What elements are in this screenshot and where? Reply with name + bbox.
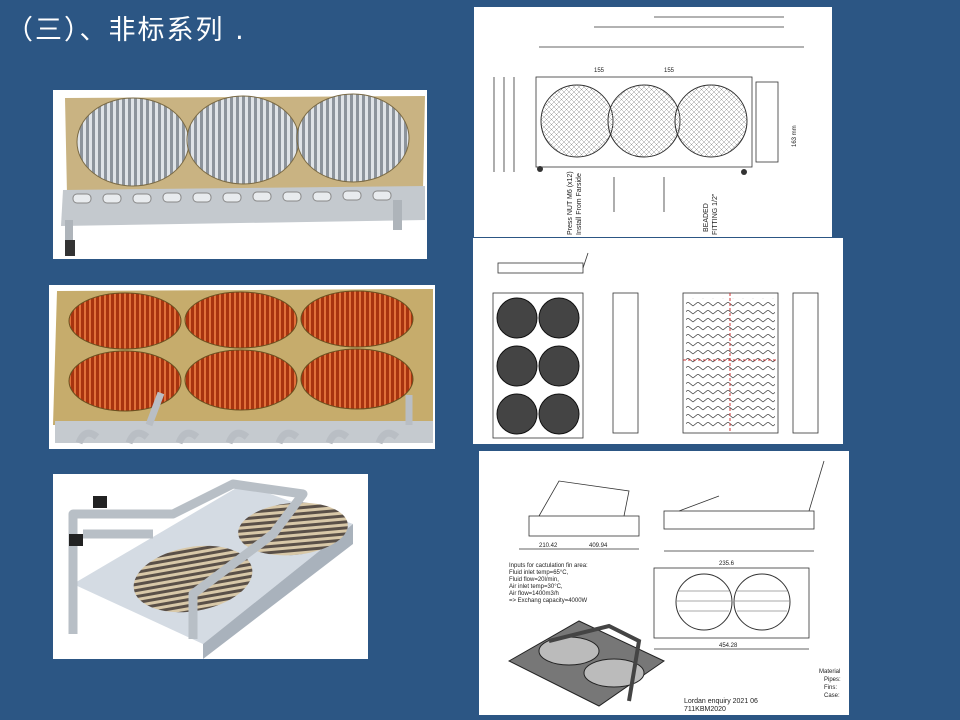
note-beaded: BEADED [703,203,710,232]
slide-title: （三）、非标系列 . [6,15,246,46]
input-1: Fluid inlet temp=65°C, [509,570,569,576]
dim-155-a: 155 [594,68,605,74]
input-3: Air inlet temp=30°C, [509,584,563,590]
note-install: Install From Farside [576,173,583,235]
part-number: 711KBM2020 [684,706,726,713]
dim-210: 210.42 [539,543,558,549]
dim-163: 163 mm [792,125,798,147]
input-2: Fluid flow=20l/min, [509,577,559,583]
dim-454: 454.28 [719,643,738,649]
drawing-two-fan-enquiry: 409.94 210.42 235.6 454.28 Inputs for ca… [479,451,849,715]
dim-155-b: 155 [664,68,675,74]
drawing-three-fan-dimensions: 155 155 163 mm Press NUT M6 (x12) Instal… [474,7,832,237]
input-5: => Exchang capacity=4000W [509,598,588,604]
fins-label: Fins: [824,685,837,691]
photo-three-fan-condenser [53,90,427,259]
drawing-six-fan-views [473,238,843,444]
materials-label: Material [819,669,840,675]
case-label: Case: [824,693,840,699]
pipes-label: Pipes: [824,677,841,683]
note-press-nut: Press NUT M6 (x12) [567,171,574,235]
dim-235: 235.6 [719,561,735,567]
input-4: Air flow=1400m3/h [509,591,559,597]
dim-409: 409.94 [589,543,608,549]
photo-two-fan-condenser [53,474,368,659]
enquiry-label: Lordan enquiry 2021 06 [684,698,758,705]
photo-six-fan-condenser [49,285,435,449]
note-fitting: FITTING 1/2" [712,193,719,235]
inputs-title: Inputs for cactulation fin area: [509,563,588,569]
